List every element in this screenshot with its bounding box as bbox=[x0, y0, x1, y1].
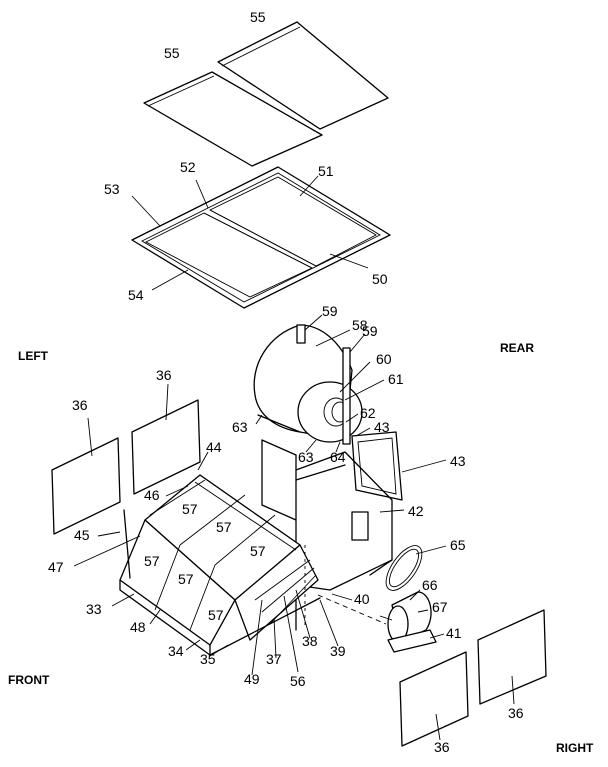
callout-57: 57 bbox=[178, 571, 194, 587]
coil-assembly bbox=[119, 474, 321, 656]
callout-40: 40 bbox=[354, 591, 370, 607]
callout-43: 43 bbox=[450, 453, 466, 469]
cabinet-frame bbox=[261, 439, 393, 631]
callout-36: 36 bbox=[72, 397, 88, 413]
callout-39: 39 bbox=[330, 643, 346, 659]
top-panel-rear bbox=[217, 21, 389, 130]
callout-57: 57 bbox=[216, 519, 232, 535]
panel-right-front bbox=[399, 651, 469, 747]
callout-50: 50 bbox=[372, 271, 388, 287]
side-filter bbox=[351, 431, 403, 501]
callout-42: 42 bbox=[408, 503, 424, 519]
callout-55: 55 bbox=[164, 45, 180, 61]
callout-46: 46 bbox=[144, 487, 160, 503]
callout-59: 59 bbox=[362, 323, 378, 339]
callout-57: 57 bbox=[250, 543, 266, 559]
callout-67: 67 bbox=[432, 599, 448, 615]
callout-57: 57 bbox=[208, 607, 224, 623]
top-panel-front bbox=[143, 71, 323, 167]
callout-57: 57 bbox=[144, 553, 160, 569]
callout-61: 61 bbox=[388, 371, 404, 387]
callout-43: 43 bbox=[374, 419, 390, 435]
callout-56: 56 bbox=[290, 673, 306, 689]
callout-66: 66 bbox=[422, 577, 438, 593]
callout-51: 51 bbox=[318, 163, 334, 179]
callout-54: 54 bbox=[128, 287, 144, 303]
callout-36: 36 bbox=[156, 367, 172, 383]
panel-left-outer bbox=[51, 437, 121, 535]
callout-58: 58 bbox=[352, 317, 368, 333]
callout-64: 64 bbox=[330, 449, 346, 465]
callout-52: 52 bbox=[180, 159, 196, 175]
callout-44: 44 bbox=[206, 439, 222, 455]
dashed-lines bbox=[304, 545, 387, 625]
leader-lines bbox=[73, 175, 515, 741]
callout-37: 37 bbox=[266, 651, 282, 667]
callout-41: 41 bbox=[446, 625, 462, 641]
panel-right-rear bbox=[477, 609, 547, 705]
callout-63: 63 bbox=[232, 419, 248, 435]
motor-mount bbox=[387, 629, 437, 653]
callout-34: 34 bbox=[168, 643, 184, 659]
direction-rear: REAR bbox=[500, 341, 534, 355]
top-frame bbox=[131, 166, 391, 309]
callout-38: 38 bbox=[302, 633, 318, 649]
callout-55: 55 bbox=[250, 9, 266, 25]
callout-59: 59 bbox=[322, 303, 338, 319]
callout-53: 53 bbox=[104, 181, 120, 197]
callout-62: 62 bbox=[360, 405, 376, 421]
direction-left: LEFT bbox=[18, 349, 49, 363]
callout-35: 35 bbox=[200, 651, 216, 667]
callout-57: 57 bbox=[182, 501, 198, 517]
direction-front: FRONT bbox=[8, 673, 50, 687]
callout-63: 63 bbox=[298, 449, 314, 465]
callout-47: 47 bbox=[48, 559, 64, 575]
callout-33: 33 bbox=[86, 601, 102, 617]
callout-48: 48 bbox=[130, 619, 146, 635]
blower-assembly bbox=[253, 324, 363, 445]
belt bbox=[385, 545, 423, 591]
direction-right: RIGHT bbox=[556, 741, 594, 755]
callout-36: 36 bbox=[508, 705, 524, 721]
callout-45: 45 bbox=[74, 527, 90, 543]
callout-65: 65 bbox=[450, 537, 466, 553]
callout-49: 49 bbox=[244, 671, 260, 687]
callout-60: 60 bbox=[376, 351, 392, 367]
motor bbox=[379, 591, 432, 643]
callout-36: 36 bbox=[434, 739, 450, 755]
panel-left-inner bbox=[131, 399, 201, 495]
